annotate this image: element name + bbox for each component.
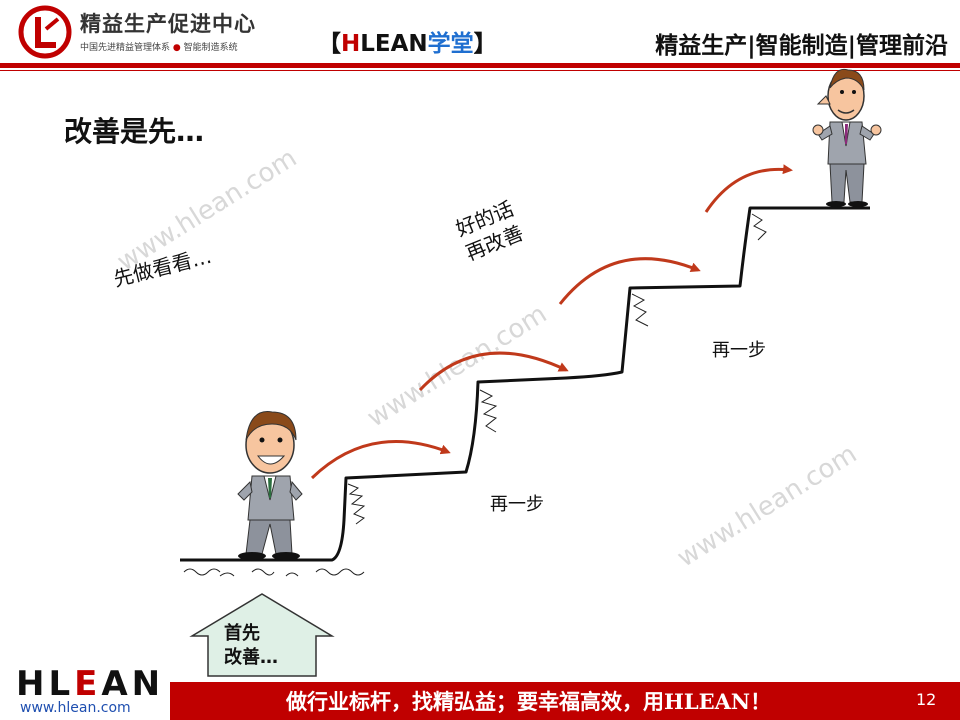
logo-subtitle-b: 智能制造系统 [183,43,238,53]
brand-lean: LEAN [360,31,428,57]
footer-logo-hl: HL [16,664,75,704]
footer-bar [170,682,960,720]
brand-bracket-open: 【 [318,31,341,57]
header-divider-thin [0,70,960,71]
step-arrow-3 [558,257,701,305]
header-brand: 【HLEAN学堂】 [318,24,497,58]
slide-title: 改善是先… [64,115,205,148]
step-scribbles [183,213,767,577]
next-step-label: 再一步 [712,340,766,361]
person-top-icon [812,68,882,207]
logo-subtitle-a: 中国先进精益管理体系 [80,43,171,53]
first-improve-arrow [189,593,335,677]
logo-title: 精益生产促进中心 [80,12,256,36]
footer-logo: HLEAN [16,664,164,704]
bullet-dot-icon: ● [172,43,181,53]
person-bottom-icon [237,411,303,560]
step-arrow-1 [310,440,451,480]
footer-logo-an: AN [101,664,165,704]
footer-slogan: 做行业标杆，找精弘益；要幸福高效，用HLEAN！ [286,689,772,714]
logo-mark-icon [18,5,72,59]
next-step-label: 再一步 [490,494,544,515]
first-improve-text: 首先 改善… [224,623,278,668]
header-divider [0,63,960,68]
page-number: 12 [916,690,937,709]
footer-logo-e: E [74,664,102,704]
logo-subtitle: 中国先进精益管理体系 ● 智能制造系统 [80,40,238,53]
brand-h: H [341,31,361,57]
brand-bracket-close: 】 [473,31,497,57]
header-tagline: 精益生产|智能制造|管理前沿 [655,33,948,59]
step-arrow-2 [418,351,569,392]
brand-cn: 学堂 [427,31,474,57]
staircase-outline [180,206,870,562]
footer-url: www.hlean.com [20,700,131,716]
step-arrow-4 [704,164,793,213]
